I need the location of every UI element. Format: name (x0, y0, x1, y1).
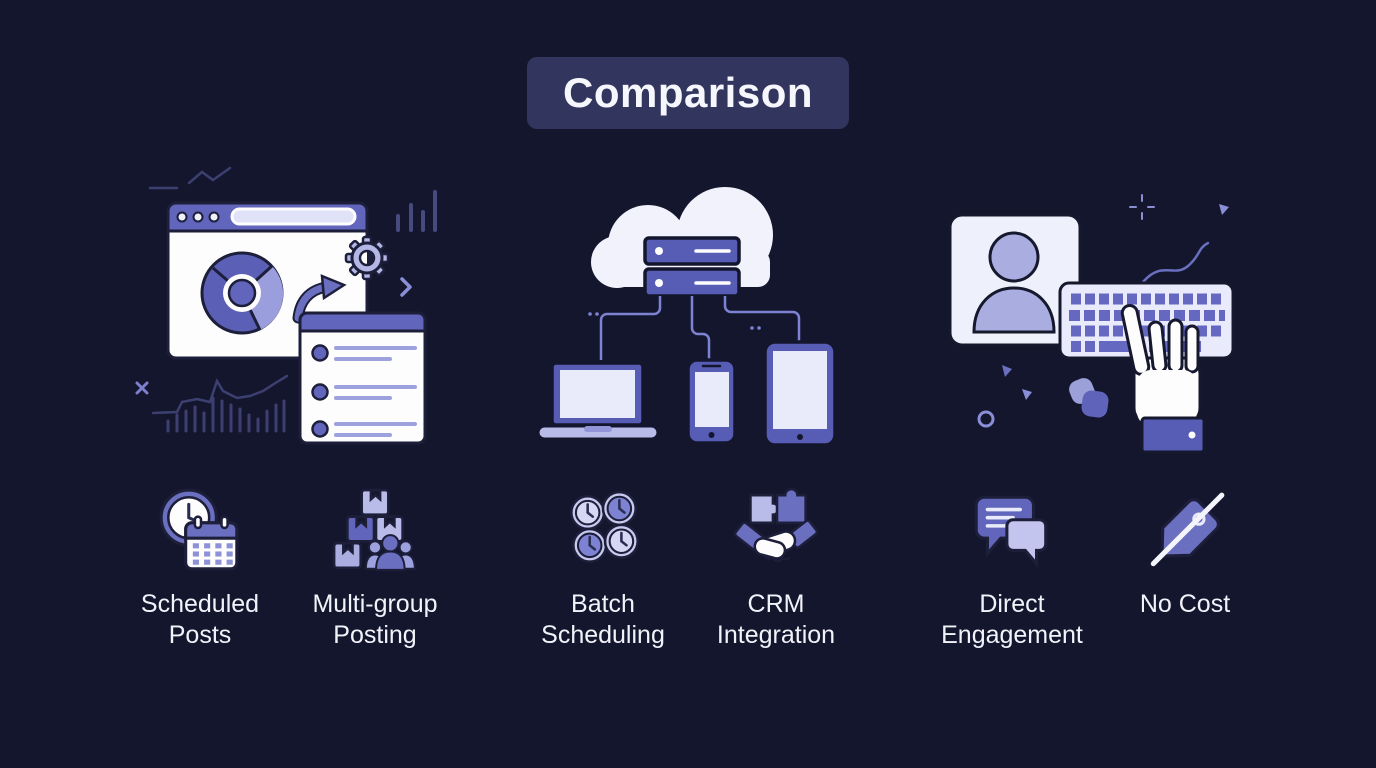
price-tag-slash-icon (1150, 492, 1225, 567)
checklist-panel (298, 311, 427, 445)
laptop-icon (536, 361, 660, 441)
tablet-icon (763, 340, 837, 447)
shapes-deco (977, 365, 1109, 428)
squiggle-deco (1141, 241, 1210, 284)
feature-label: CRM Integration (716, 590, 836, 649)
title-box: Comparison (526, 57, 850, 129)
boxes-group-icon (332, 488, 416, 571)
feature-label: Direct Engagement (941, 590, 1083, 649)
feature-direct-engagement: Direct Engagement (917, 485, 1107, 650)
checklist-row (311, 420, 417, 438)
chevron-right-deco (400, 277, 412, 297)
server-stack-icon (643, 236, 741, 298)
pointing-hand-icon (1120, 303, 1206, 454)
share-arrow-icon (292, 274, 347, 324)
smartphone-icon (686, 358, 737, 445)
clock-calendar-icon (159, 488, 239, 571)
feature-label: Multi-group Posting (312, 590, 438, 649)
cloud-server-devices-illustration (536, 187, 837, 447)
gear-icon (344, 235, 390, 281)
bar-chart-doodle (396, 190, 437, 232)
triangle-deco (1219, 204, 1229, 215)
area-chart-doodle (151, 374, 289, 433)
feature-label: No Cost (1139, 590, 1231, 618)
connector-lines (588, 296, 801, 360)
avatar (988, 231, 1040, 283)
x-mark-deco (135, 381, 149, 395)
feature-crm-integration: CRM Integration (681, 485, 871, 650)
feature-label: Batch Scheduling (541, 590, 665, 649)
crosshair-deco (1129, 194, 1155, 220)
address-bar (230, 207, 357, 226)
feature-multi-group-posting: Multi-group Posting (280, 485, 470, 650)
chat-bubbles-icon (974, 495, 1048, 568)
clocks-grid-icon (570, 490, 640, 563)
puzzle-handshake-icon (733, 487, 819, 563)
feature-label: Scheduled Posts (140, 590, 260, 649)
page-title: Comparison (562, 69, 814, 116)
browser-analytics-illustration (135, 166, 437, 445)
checklist-row (311, 344, 417, 362)
feature-no-cost: No Cost (1090, 485, 1280, 620)
profile-card (948, 213, 1082, 347)
feature-scheduled-posts: Scheduled Posts (105, 485, 295, 650)
checklist-row (311, 383, 417, 401)
keyboard-icon (1058, 281, 1235, 360)
browser-logo (200, 251, 284, 335)
profile-keyboard-hand-illustration (948, 194, 1235, 454)
line-chart-doodle (148, 166, 232, 190)
feature-batch-scheduling: Batch Scheduling (508, 485, 698, 650)
